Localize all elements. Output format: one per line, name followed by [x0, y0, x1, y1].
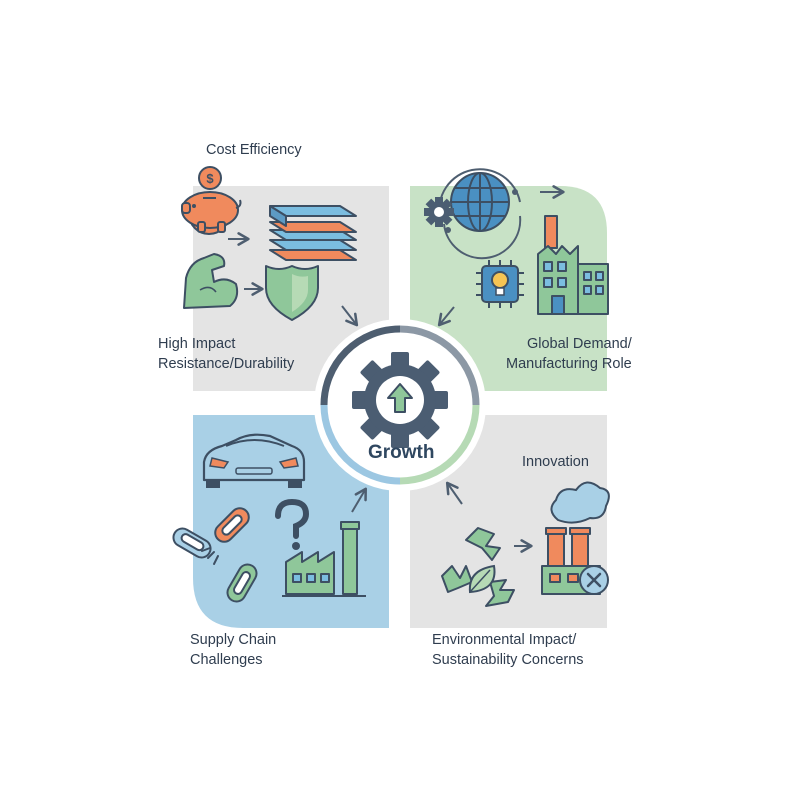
piggy-bank-icon	[181, 191, 242, 235]
label-line: Challenges	[190, 652, 263, 668]
factory-icon	[537, 215, 609, 315]
dollar-coin-icon: $	[198, 166, 222, 190]
shield-icon	[265, 265, 319, 321]
label-line: Environmental Impact/	[432, 632, 577, 648]
label-global-demand: Global Demand/ Manufacturing Role	[506, 334, 632, 374]
growth-hub	[314, 319, 486, 491]
small-factory-icon	[282, 521, 366, 597]
svg-text:$: $	[206, 171, 214, 186]
gear-icon	[424, 197, 454, 227]
globe-icon	[438, 168, 522, 260]
label-line: Supply Chain	[190, 632, 277, 648]
label-high-impact: High Impact Resistance/Durability	[158, 334, 294, 374]
label-line: Sustainability Concerns	[432, 652, 584, 668]
chip-lightbulb-icon	[476, 260, 524, 308]
car-icon	[202, 433, 306, 488]
arrow	[351, 487, 367, 513]
question-mark-icon	[275, 498, 310, 550]
label-line: Resistance/Durability	[158, 356, 295, 372]
label-innovation: Innovation	[522, 454, 589, 470]
chain-link-icon	[172, 507, 258, 603]
cancel-x-icon	[579, 565, 609, 595]
label-environmental-impact: Environmental Impact/ Sustainability Con…	[432, 630, 584, 670]
growth-gear-icon	[352, 352, 448, 448]
center-label-growth: Growth	[368, 442, 435, 463]
smoke-cloud-icon	[550, 481, 610, 524]
flexed-arm-icon	[183, 253, 239, 309]
label-line: Manufacturing Role	[506, 356, 632, 372]
arrow	[445, 481, 463, 505]
label-supply-chain: Supply Chain Challenges	[190, 630, 276, 670]
recycle-icon	[441, 527, 515, 607]
sheet-layers-icon	[269, 205, 357, 261]
label-cost-efficiency: Cost Efficiency	[206, 142, 302, 158]
arrow	[341, 305, 359, 327]
label-line: High Impact	[158, 336, 236, 352]
label-line: Global Demand/	[526, 336, 632, 352]
arrow	[437, 306, 455, 327]
leaf-icon	[468, 564, 496, 594]
